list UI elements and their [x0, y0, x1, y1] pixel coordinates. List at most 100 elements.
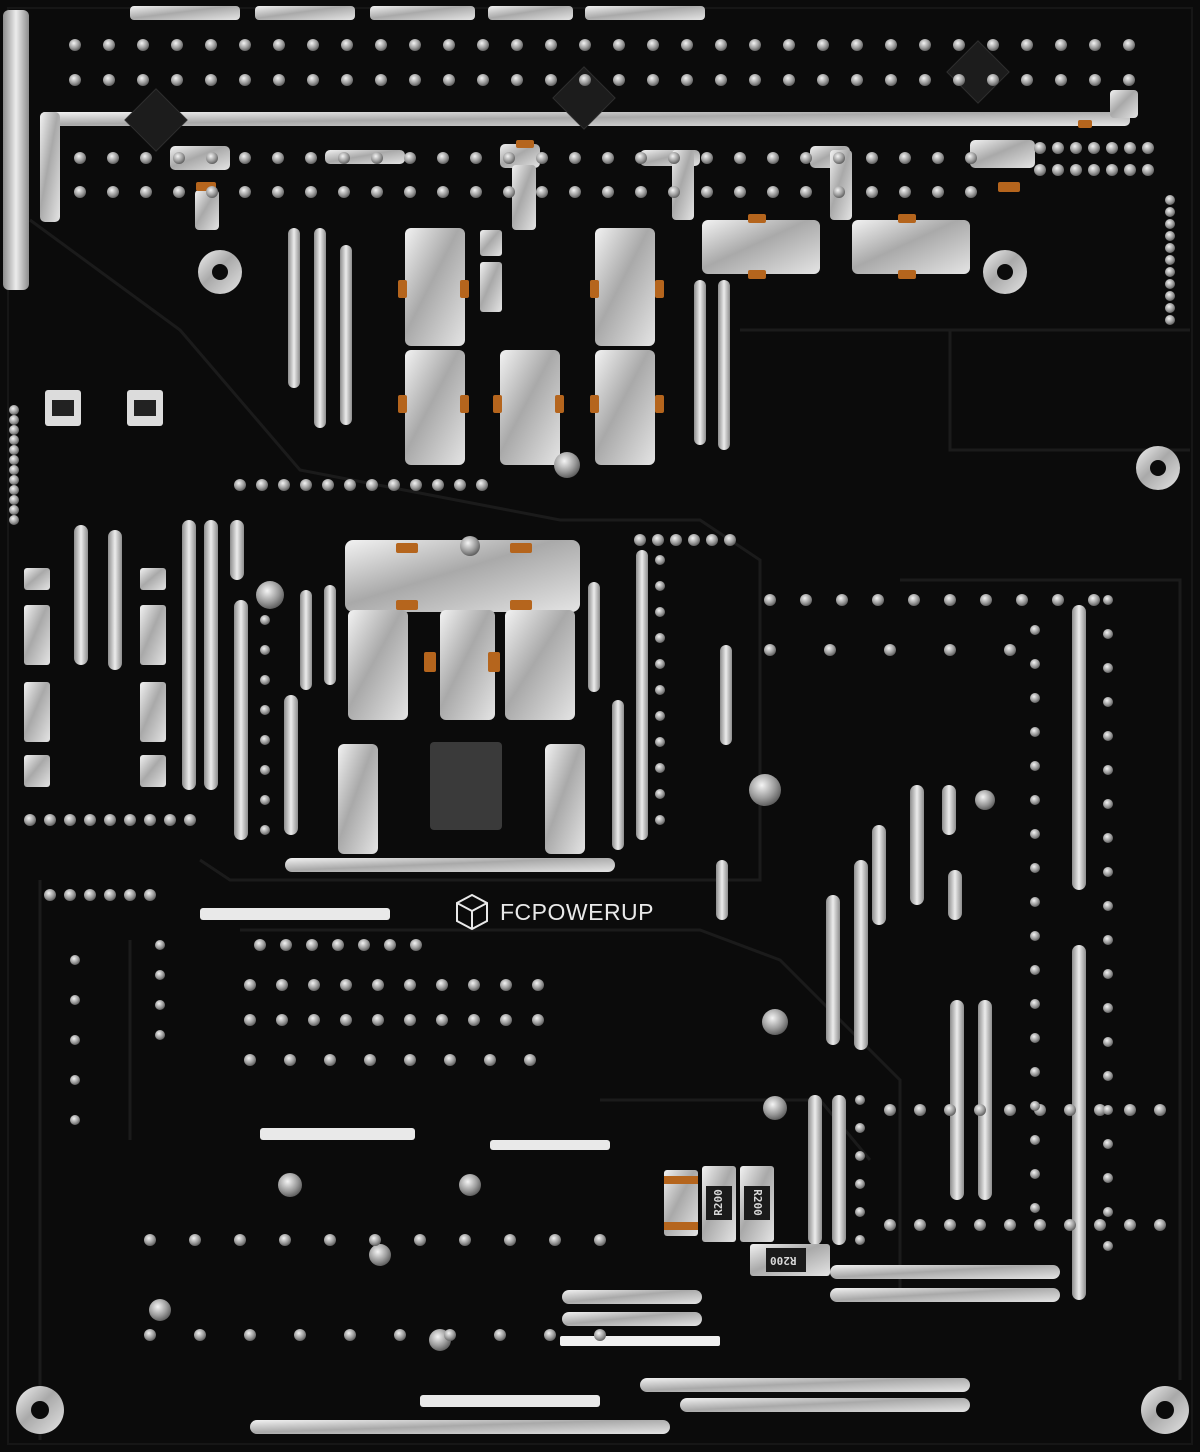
solder-dot: [140, 186, 152, 198]
solder-dot: [294, 1329, 306, 1341]
solder-dot: [1142, 142, 1154, 154]
solder-dot: [256, 479, 268, 491]
copper-traces: [29, 218, 1190, 1440]
solder-dot: [205, 74, 217, 86]
solder-dot: [341, 74, 353, 86]
solder-dot: [84, 814, 96, 826]
solder-dot: [404, 152, 416, 164]
solder-dot: [344, 1329, 356, 1341]
solder-dot: [1030, 999, 1040, 1009]
solder-dot: [305, 152, 317, 164]
solder-dot: [1103, 595, 1113, 605]
solder-dot: [409, 39, 421, 51]
solder-dot: [276, 1014, 288, 1026]
solder-dot: [107, 152, 119, 164]
solder-dot: [137, 39, 149, 51]
solder-dot: [372, 979, 384, 991]
solder-dot: [1103, 1105, 1113, 1115]
solder-dot: [1052, 594, 1064, 606]
solder-dot: [1165, 279, 1175, 289]
solder-dot: [1103, 1207, 1113, 1217]
solder-dot: [375, 74, 387, 86]
solder-dot: [1103, 1241, 1113, 1251]
solder-dot: [872, 594, 884, 606]
solder-dot: [1030, 693, 1040, 703]
solder-dot: [500, 1014, 512, 1026]
solder-dot: [783, 74, 795, 86]
solder-dot: [244, 1329, 256, 1341]
solder-dot: [171, 74, 183, 86]
solder-dot: [414, 1234, 426, 1246]
solder-dot: [358, 939, 370, 951]
solder-dot: [634, 534, 646, 546]
solder-dot: [652, 534, 664, 546]
solder-dot: [668, 152, 680, 164]
solder-dot: [260, 735, 270, 745]
solder-dot: [144, 1234, 156, 1246]
solder-dot: [324, 1054, 336, 1066]
solder-dot: [371, 152, 383, 164]
solder-dot: [1103, 867, 1113, 877]
solder-dot: [855, 1095, 865, 1105]
solder-dot: [866, 152, 878, 164]
solder-dot: [1016, 594, 1028, 606]
solder-dot: [613, 39, 625, 51]
solder-dot: [404, 979, 416, 991]
solder-dot: [1021, 39, 1033, 51]
solder-dot: [9, 415, 19, 425]
solder-dot: [308, 979, 320, 991]
solder-dot: [613, 74, 625, 86]
solder-dot: [1034, 164, 1046, 176]
solder-dot: [655, 763, 665, 773]
solder-dot: [655, 633, 665, 643]
solder-dot: [9, 425, 19, 435]
solder-dot: [817, 74, 829, 86]
solder-dot: [1124, 1104, 1136, 1116]
vertical-solder-strips: [74, 228, 1086, 1300]
solder-dot: [173, 152, 185, 164]
solder-dot: [70, 1115, 80, 1125]
solder-dot: [1034, 1219, 1046, 1231]
solder-dot: [280, 939, 292, 951]
solder-dot: [308, 1014, 320, 1026]
solder-dot: [144, 889, 156, 901]
solder-dot: [1124, 164, 1136, 176]
solder-dot: [655, 581, 665, 591]
top-solder-bars: [40, 6, 1138, 222]
top-ics: [124, 40, 1010, 152]
solder-dot: [855, 1179, 865, 1189]
solder-dot: [974, 1219, 986, 1231]
solder-dot: [436, 1014, 448, 1026]
solder-dot: [511, 74, 523, 86]
solder-dot: [1030, 1169, 1040, 1179]
solder-dot: [1165, 231, 1175, 241]
solder-dot: [70, 955, 80, 965]
solder-dot: [155, 1030, 165, 1040]
solder-dot: [503, 152, 515, 164]
solder-dot: [833, 186, 845, 198]
solder-dot: [44, 814, 56, 826]
solder-dot: [1004, 644, 1016, 656]
solder-dot: [155, 940, 165, 950]
solder-dot: [944, 644, 956, 656]
solder-dot: [1094, 1219, 1106, 1231]
solder-dot: [306, 939, 318, 951]
solder-dot: [1030, 897, 1040, 907]
solder-dot: [1030, 1033, 1040, 1043]
solder-dot: [1106, 164, 1118, 176]
solder-dot: [459, 1234, 471, 1246]
solder-dot: [305, 186, 317, 198]
solder-dot: [300, 479, 312, 491]
solder-dot: [1123, 74, 1135, 86]
solder-dot: [372, 1014, 384, 1026]
solder-dot: [987, 39, 999, 51]
solder-dot: [9, 465, 19, 475]
solder-dot: [1030, 1067, 1040, 1077]
solder-dot: [9, 435, 19, 445]
solder-dot: [655, 789, 665, 799]
solder-dot: [273, 39, 285, 51]
solder-dot: [74, 186, 86, 198]
solder-dot: [1030, 659, 1040, 669]
solder-dot: [432, 479, 444, 491]
solder-dot: [1103, 969, 1113, 979]
